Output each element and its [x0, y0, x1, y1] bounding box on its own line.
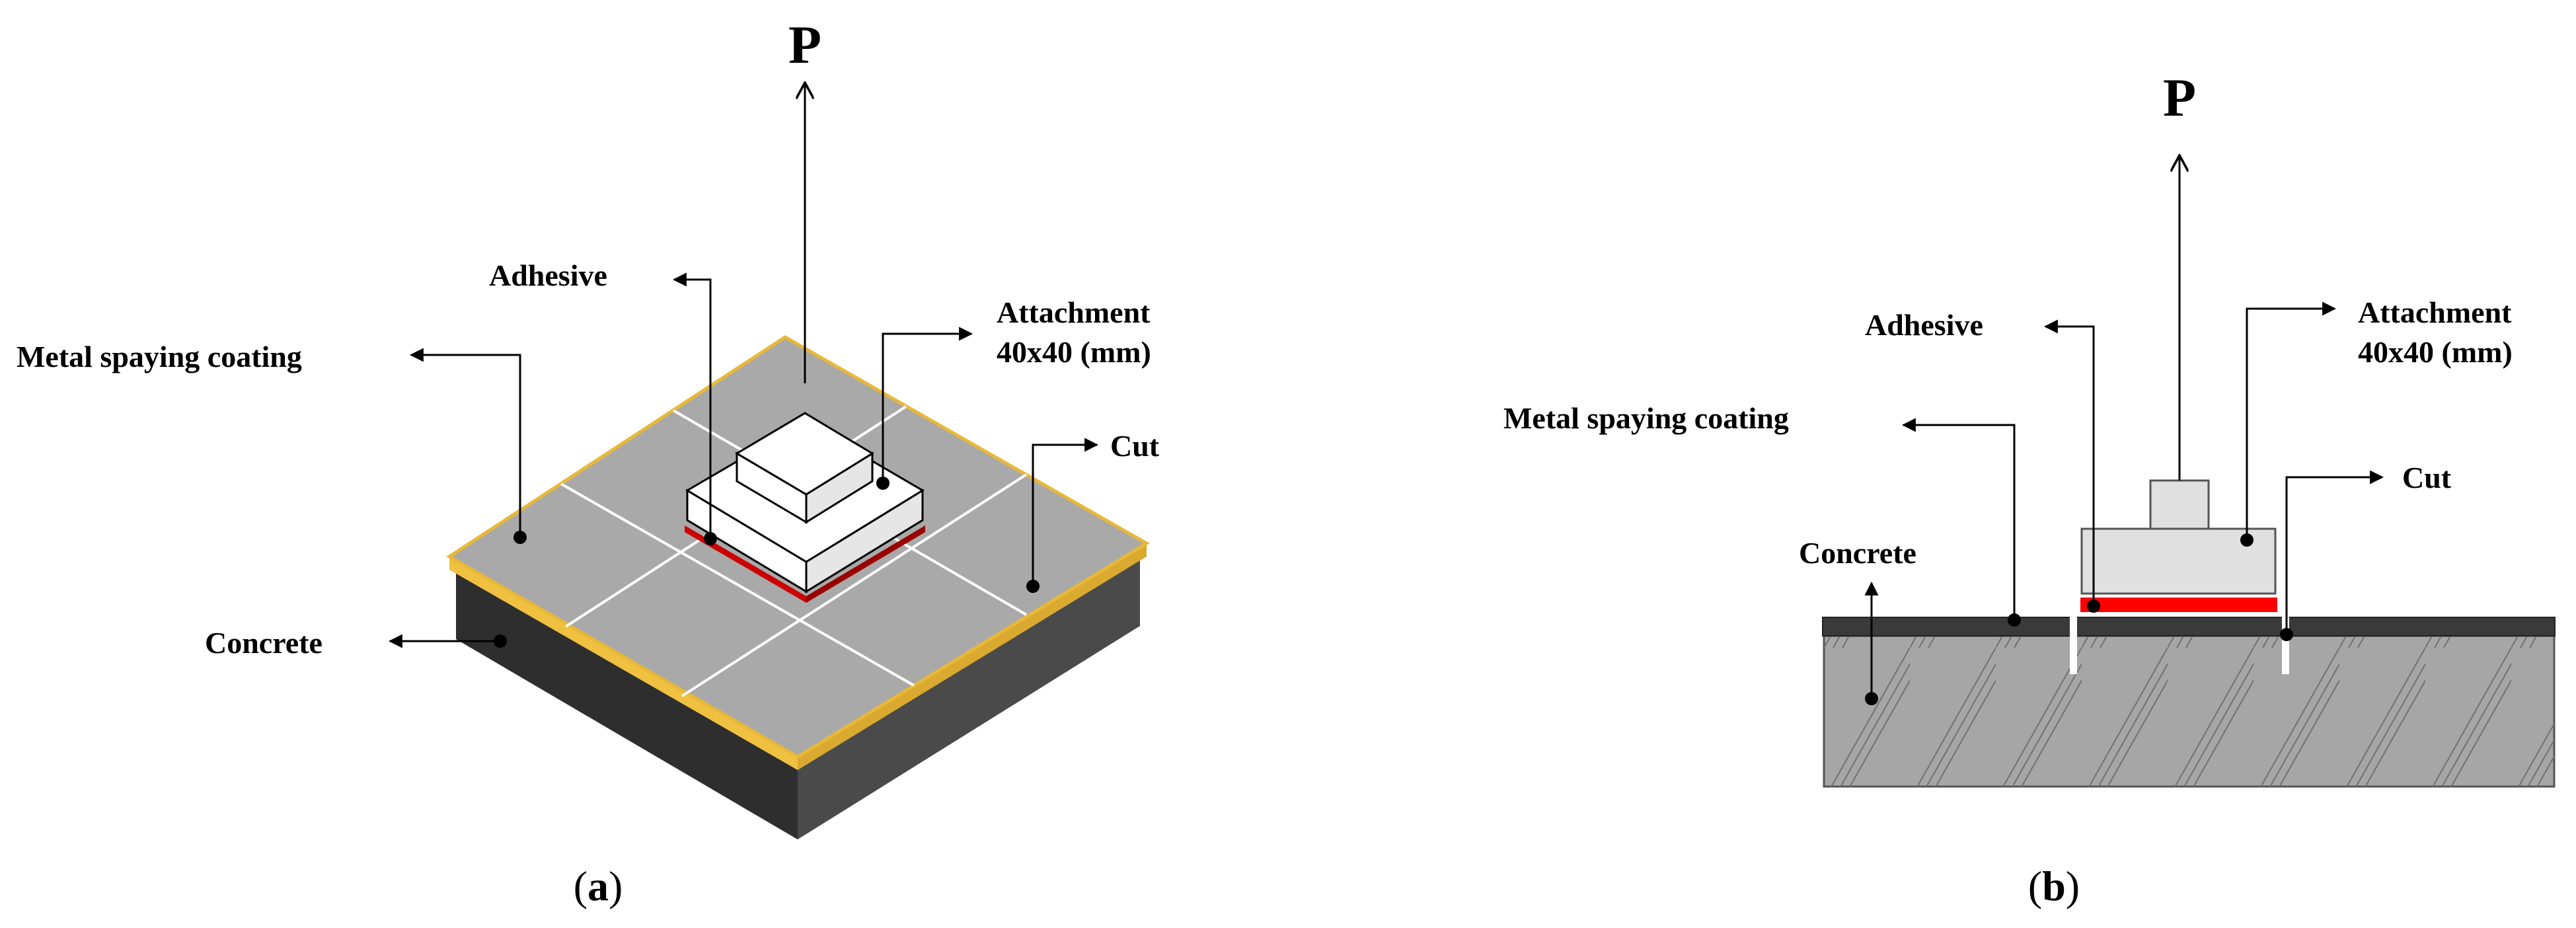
adhesive-layer — [685, 525, 925, 603]
concrete-leader — [1864, 581, 1879, 705]
attachment-leader — [876, 327, 973, 490]
cut-slits — [2070, 615, 2289, 674]
caption-a: (a) — [574, 863, 623, 909]
adhesive-leader — [672, 272, 717, 545]
concrete-leader — [388, 634, 507, 648]
concrete-label: Concrete — [1799, 536, 1916, 570]
concrete-hatch — [1824, 636, 2554, 787]
attachment-label-line1: Attachment — [2358, 295, 2512, 329]
adhesive-section — [2080, 598, 2277, 612]
concrete-label: Concrete — [205, 626, 322, 660]
attachment-label-line2: 40x40 (mm) — [997, 335, 1151, 369]
attachment-top-block — [735, 412, 874, 524]
cut-label: Cut — [1110, 429, 1160, 463]
cut-label: Cut — [2402, 461, 2452, 494]
metal-coating-label: Metal spaying coating — [17, 340, 302, 373]
cut-leader — [1026, 438, 1099, 593]
attachment-stem-section — [2149, 479, 2210, 530]
metal-coating-leader — [409, 348, 527, 544]
force-label: P — [2163, 67, 2196, 128]
cut-leader — [2280, 470, 2384, 641]
attachment-label-line2: 40x40 (mm) — [2358, 335, 2513, 369]
concrete-block — [456, 557, 1140, 839]
adhesive-leader — [2043, 319, 2100, 613]
adhesive-label: Adhesive — [1865, 308, 1983, 342]
metal-coating-section — [1822, 617, 2556, 637]
force-label: P — [788, 15, 821, 75]
figure-a: P Adhesive Metal spaying coating Attachm… — [17, 15, 1160, 909]
metal-coating-edge — [449, 543, 1147, 770]
metal-coating-label: Metal spaying coating — [1503, 401, 1789, 435]
metal-coating-leader — [1901, 418, 2021, 627]
adhesive-label: Adhesive — [489, 258, 607, 292]
attachment-leader — [2240, 301, 2337, 547]
caption-b: (b) — [2028, 863, 2080, 909]
attachment-label-line1: Attachment — [997, 295, 1151, 329]
figure-b: P Adhesive Metal spaying coating Attachm… — [1503, 67, 2556, 909]
